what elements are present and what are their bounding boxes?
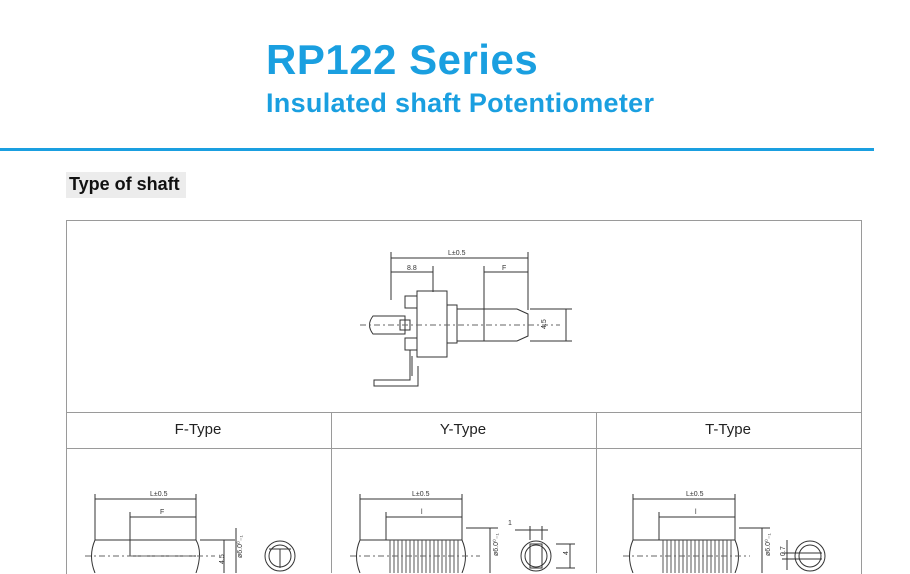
t-dim-slot: 0.7 bbox=[780, 546, 787, 556]
dim-left-label: 8.8 bbox=[407, 265, 417, 272]
t-dim-length: L±0.5 bbox=[686, 491, 704, 498]
y-dim-slot: 1 bbox=[508, 520, 512, 527]
t-dim-diameter: ø6.0⁰₋₁ bbox=[764, 532, 772, 556]
page-title: RP122 Series bbox=[266, 36, 539, 83]
type-label-f: F-Type bbox=[174, 421, 222, 438]
y-dim-diameter: ø6.0⁰₋₁ bbox=[492, 532, 500, 556]
f-dim-diameter: ø6.0⁰₋₁ bbox=[236, 534, 244, 558]
type-label-y: Y-Type bbox=[439, 421, 487, 438]
table-column-divider bbox=[331, 412, 332, 573]
y-dim-side: 4 bbox=[563, 551, 570, 555]
table-divider-header bbox=[66, 448, 861, 449]
type-label-t: T-Type bbox=[705, 421, 751, 438]
shaft-table-frame bbox=[66, 220, 862, 574]
t-dim-knurl: l bbox=[695, 509, 697, 516]
header-divider bbox=[0, 148, 874, 151]
y-dim-length: L±0.5 bbox=[412, 491, 430, 498]
dim-flat-label: F bbox=[502, 265, 506, 272]
page-subtitle: Insulated shaft Potentiometer bbox=[266, 88, 655, 118]
f-dim-height: 4.5 bbox=[219, 554, 226, 564]
table-column-divider bbox=[596, 412, 597, 573]
dim-length-label: L±0.5 bbox=[448, 250, 466, 257]
f-dim-flat: F bbox=[160, 509, 164, 516]
f-dim-length: L±0.5 bbox=[150, 491, 168, 498]
section-title: Type of shaft bbox=[66, 172, 186, 198]
dim-height-label: 4.5 bbox=[541, 319, 548, 329]
table-divider-top bbox=[66, 412, 861, 413]
y-dim-knurl: l bbox=[421, 509, 423, 516]
